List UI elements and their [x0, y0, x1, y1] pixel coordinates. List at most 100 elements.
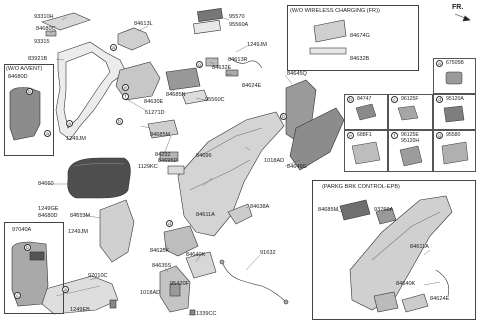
label-84613l: 84613L: [134, 21, 153, 27]
label-95560a: 95560A: [229, 22, 249, 28]
callout-e: e: [122, 84, 129, 91]
legend-cell-a: [433, 58, 476, 94]
label-84685n: 84685N: [166, 92, 186, 98]
rear-vent-duct-part: [41, 275, 119, 315]
label-84640k-mid: 84640K: [186, 252, 206, 258]
lower-cup-holder-part: [163, 225, 199, 257]
console-upper-bezel-part: [117, 27, 151, 51]
legend-cell-f: [388, 130, 433, 172]
label-1018ad-mid: 1018AD: [264, 158, 285, 164]
connector-part: [225, 69, 239, 77]
legend-part-c: 96125F: [401, 96, 419, 102]
label-84645q: 84645Q: [287, 71, 307, 77]
armrest-part: [67, 157, 131, 199]
label-84632b: 84632B: [350, 56, 370, 62]
antenna-module-part: [169, 283, 181, 297]
label-1249jm-low: 1249JM: [68, 229, 88, 235]
epb-mat-part: [339, 199, 371, 221]
console-mat-part: [147, 119, 179, 139]
lower-panel-part: [185, 251, 217, 279]
cup-holder-part: [159, 151, 179, 162]
legend-letter-d: d: [436, 96, 443, 103]
storage-pad-part: [193, 19, 221, 35]
callout-f: f: [122, 93, 129, 100]
label-84624e-epb: 84624E: [430, 296, 450, 302]
vent-clip-part: [109, 299, 117, 309]
label-84632e: 84632E: [212, 65, 232, 71]
label-95570: 95570: [229, 14, 245, 20]
callout-b-right: b: [280, 113, 287, 120]
callout-b-mid: b: [116, 118, 123, 125]
callout-b-avent: b: [26, 88, 33, 95]
label-84685m-epb: 84685M: [318, 207, 339, 213]
label-84625k: 84625K: [150, 248, 170, 254]
usb-96125e-icon: [399, 145, 423, 167]
label-93315: 93315: [34, 39, 50, 45]
switch-panel-part: [165, 67, 201, 91]
module-688f1-icon: [351, 141, 381, 165]
epb-variant-box: [312, 180, 476, 320]
avent-variant-box: [4, 64, 54, 156]
label-83921b: 83921B: [28, 56, 48, 62]
label-84696: 84696: [196, 153, 212, 159]
legend-letter-g: g: [436, 132, 443, 139]
bolt-1339cc-part: [189, 309, 196, 316]
label-84611a-mid: 84611A: [196, 212, 215, 218]
legend-letter-b: b: [347, 96, 354, 103]
label-93310h: 93310H: [34, 14, 54, 20]
avent-variant-title: (W/O A/VENT): [6, 66, 43, 72]
wiring-harness-part: [221, 261, 287, 303]
side-cover-part: [289, 107, 345, 171]
wireless-bracket-part: [309, 47, 347, 55]
legend-letter-f: f: [391, 132, 398, 139]
legend-part-g: 95580: [446, 132, 461, 138]
label-84232: 84232: [155, 152, 171, 158]
label-1018ad-low: 1018AD: [140, 290, 161, 296]
lamp-96125f-icon: [397, 105, 419, 121]
legend-part-f2: 95120H: [401, 138, 420, 144]
callout-a-inset: a: [62, 286, 69, 293]
label-84660: 84660: [38, 181, 54, 187]
callout-c-inset: c: [14, 292, 21, 299]
legend-part-e: 688F1: [357, 132, 372, 138]
harness-part: [229, 57, 263, 69]
label-1249jm-left: 1249JM: [66, 136, 86, 142]
label-95560c: 95560C: [205, 97, 225, 103]
legend-letter-a: a: [436, 60, 443, 67]
label-84624e-top: 84624E: [242, 83, 262, 89]
console-body-part: [177, 111, 285, 237]
label-97040a: 97040A: [12, 227, 32, 233]
label-84630e: 84630E: [144, 99, 164, 105]
label-91632: 91632: [260, 250, 276, 256]
legend-cell-g: [433, 130, 476, 172]
epb-lower-part: [373, 291, 399, 313]
label-84635s: 84635S: [152, 263, 172, 269]
label-84640k-epb: 84640K: [396, 281, 416, 287]
legend-cell-c: [388, 94, 433, 130]
legend-letter-e: e: [347, 132, 354, 139]
legend-cell-e: [344, 130, 388, 172]
label-84611a-epb: 84611A: [410, 244, 429, 250]
callout-g: g: [196, 61, 203, 68]
support-bracket-part: [227, 203, 253, 225]
label-84680d: 84680D: [38, 213, 58, 219]
epb-bracket-part: [401, 293, 429, 313]
epb-console-part: [349, 195, 453, 311]
label-1339cc: 1339CC: [196, 311, 217, 317]
clip-67505b-icon: [445, 71, 463, 85]
upper-tray-part: [41, 12, 91, 31]
wireless-variant-box: [287, 5, 419, 71]
label-1249ge: 1249GE: [38, 206, 59, 212]
callout-a-top: a: [110, 44, 117, 51]
tray-clip-part: [45, 30, 57, 37]
legend-part-a: 67505B: [446, 60, 464, 66]
label-84685m-mid: 84685M: [150, 132, 171, 138]
label-95420f: 95420F: [170, 281, 189, 287]
label-51271d: 51271D: [145, 110, 165, 116]
label-84613m: 84613M: [70, 213, 91, 219]
wireless-variant-title: (W/O WIRELESS CHARGING (FR)): [290, 8, 380, 14]
socket-95120a-icon: [443, 105, 465, 123]
label-84680d-avent: 84680D: [8, 74, 28, 80]
